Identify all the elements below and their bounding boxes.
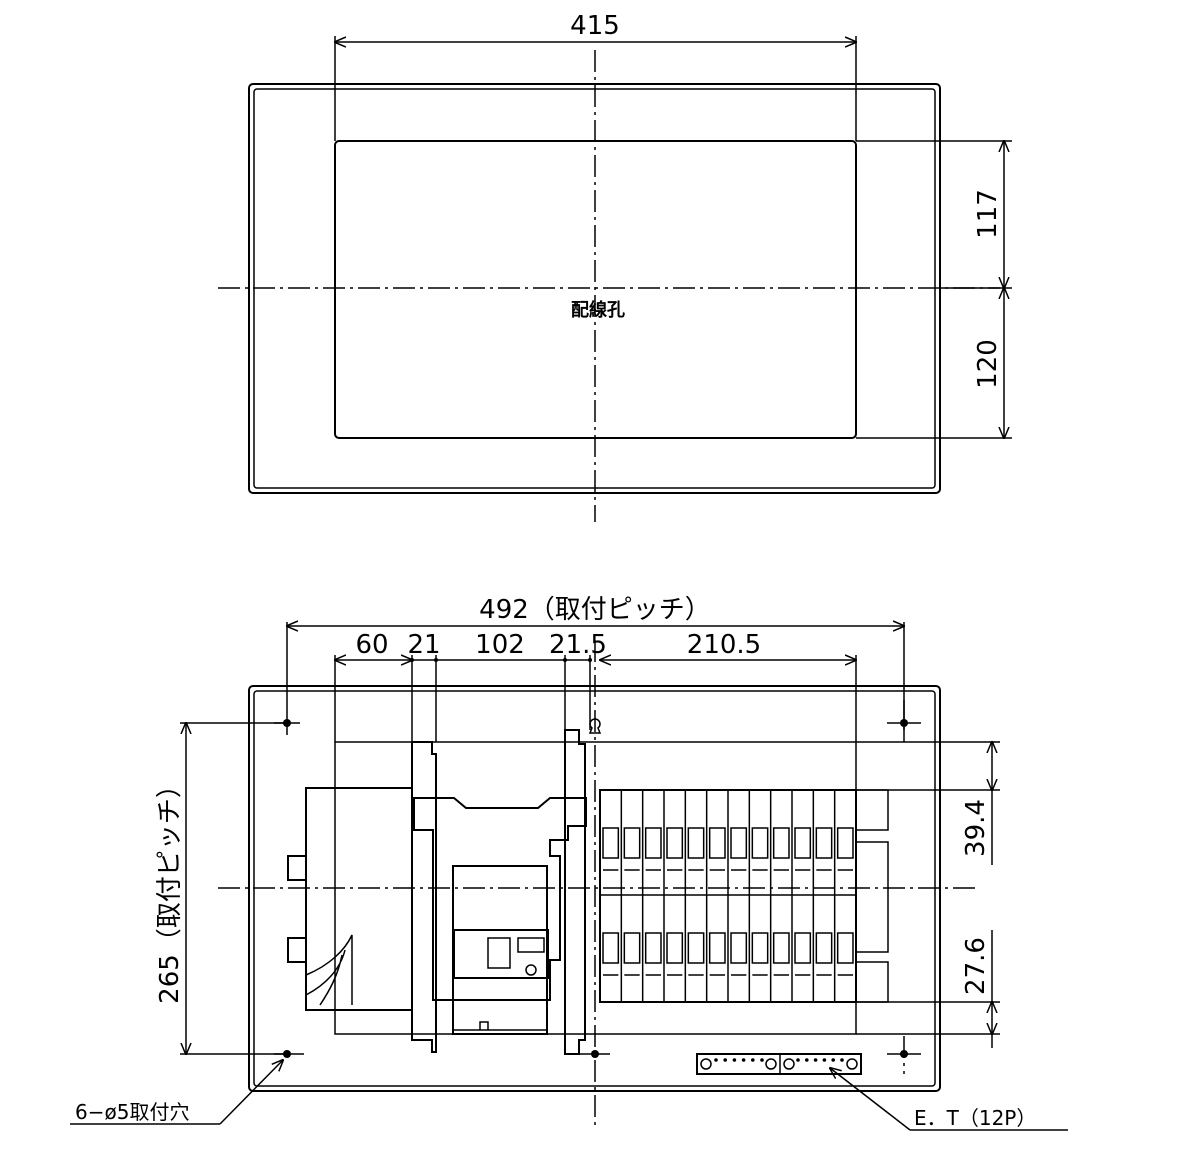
breaker-handle (815, 932, 833, 964)
neutral-bar (856, 789, 889, 1003)
holes-label: 6−ø5取付穴 (75, 1100, 189, 1124)
terminal-dot (813, 1058, 818, 1062)
terminal-dot (714, 1058, 718, 1062)
breaker-handle (815, 827, 833, 859)
terminal-dot (741, 1058, 746, 1062)
breaker-handle (794, 827, 812, 859)
breaker-handle (602, 932, 620, 964)
breaker-label-plate (453, 929, 549, 979)
breaker-handle (730, 827, 748, 859)
breaker-handle (772, 932, 790, 964)
dim-210-5-text: 210.5 (687, 630, 761, 660)
breaker-handle (794, 932, 812, 964)
rail-left (411, 741, 437, 1053)
breaker-handle (751, 827, 769, 859)
breaker-handle (730, 932, 748, 964)
wiring-hole-label: 配線孔 (571, 299, 625, 321)
dim-21-5-text: 21.5 (549, 630, 607, 660)
screw-icon (700, 1058, 712, 1070)
dim-39-4-text: 39.4 (961, 799, 991, 857)
breaker-handle (708, 932, 726, 964)
terminal-dot (723, 1058, 727, 1062)
breaker-handle (644, 932, 662, 964)
breaker-handle (666, 827, 684, 859)
terminal-dot (796, 1058, 800, 1062)
screw-icon (783, 1058, 795, 1070)
terminal-dot (840, 1058, 844, 1062)
mounting-holes (274, 700, 921, 1074)
screw-icon (846, 1058, 858, 1070)
front-view: 492（取付ピッチ） 60 21 102 21.5 210.5 265（取付ピッ… (70, 595, 1068, 1131)
breaker-handle (708, 827, 726, 859)
terminal-dot (751, 1058, 755, 1062)
breaker-handle (751, 932, 769, 964)
dim-117-text: 117 (973, 189, 1003, 239)
earth-terminal (696, 1053, 862, 1075)
dim-60-text: 60 (355, 630, 388, 660)
rail-right (564, 729, 586, 1055)
branch-breakers (599, 789, 857, 1003)
terminal-box (287, 787, 413, 1011)
breaker-handle (623, 932, 641, 964)
breaker-handle (602, 827, 620, 859)
breaker-handle (687, 827, 705, 859)
dim-27-6-text: 27.6 (961, 937, 991, 995)
dim-492-text: 492（取付ピッチ） (479, 595, 711, 625)
dim-21-text: 21 (407, 630, 440, 660)
breaker-handle (772, 827, 790, 859)
terminal-dot (831, 1058, 835, 1062)
dim-415-text: 415 (570, 11, 620, 41)
breaker-handle (836, 827, 854, 859)
breaker-handle (623, 827, 641, 859)
dim-265-text: 265（取付ピッチ） (155, 772, 185, 1004)
breaker-handle (836, 932, 854, 964)
et-label: E．T（12P） (914, 1106, 1036, 1130)
test-button-icon (525, 964, 537, 976)
main-breaker (413, 797, 587, 1035)
terminal-dot (732, 1058, 737, 1062)
screw-icon (765, 1058, 777, 1070)
top-view: 配線孔 415 117 120 (218, 11, 1012, 522)
breaker-handle (644, 827, 662, 859)
breaker-handle (666, 932, 684, 964)
terminal-dot (760, 1058, 764, 1062)
breaker-handle (687, 932, 705, 964)
dim-120-text: 120 (973, 339, 1003, 389)
dim-102-text: 102 (475, 630, 525, 660)
terminal-dot (822, 1058, 827, 1062)
terminal-dot (805, 1058, 809, 1062)
